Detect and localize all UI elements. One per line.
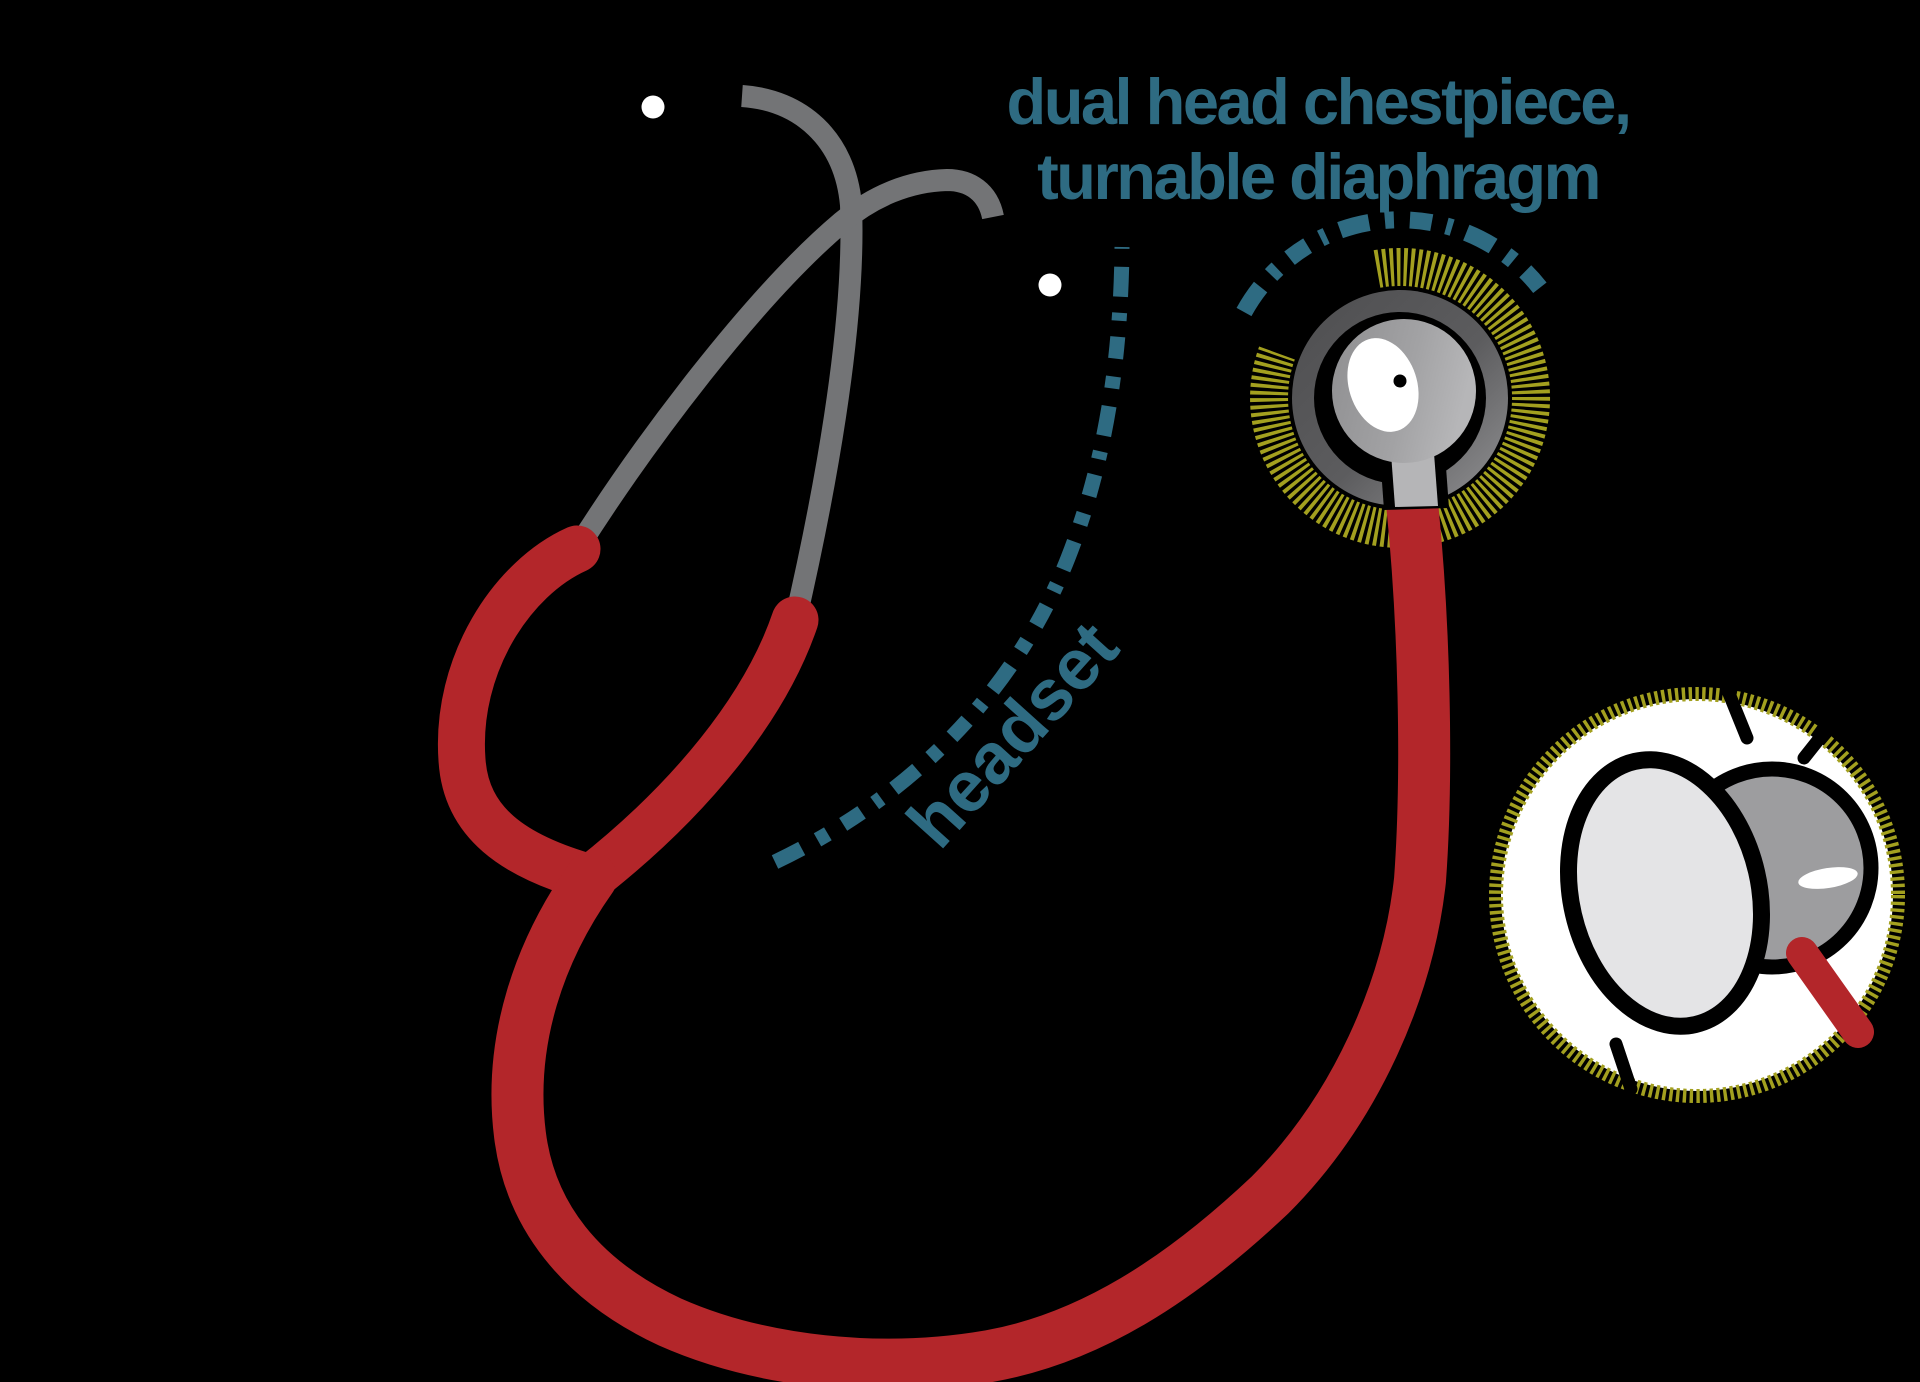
inset-diaphragm bbox=[1560, 751, 1770, 1035]
inset-serrated-border bbox=[1489, 687, 1905, 1103]
emphasis-mark-bottom-left bbox=[1609, 1037, 1638, 1096]
inset-red-tube-stub bbox=[1786, 937, 1874, 1048]
rotation-dashes-arc bbox=[1236, 211, 1553, 317]
red-tubing bbox=[437, 477, 1451, 1382]
chestpiece-annotation-line1: dual head chestpiece, bbox=[1006, 65, 1632, 138]
headset-leader-dashed-line bbox=[771, 246, 1130, 869]
diaphragm-highlight bbox=[1347, 338, 1419, 432]
magnified-chestpiece-inset bbox=[1489, 684, 1905, 1103]
emphasis-mark-top-right bbox=[1797, 722, 1834, 765]
ear-tube-right bbox=[567, 168, 1004, 555]
ear-tubes bbox=[567, 85, 1004, 625]
chestpiece-annotation-line2: turnable diaphragm bbox=[1037, 140, 1601, 213]
tubing-main-loop bbox=[491, 477, 1451, 1382]
emphasis-mark-top bbox=[1721, 684, 1754, 745]
inset-emphasis-marks bbox=[1609, 684, 1834, 1096]
tubing-left-branch bbox=[437, 525, 615, 902]
chestpiece-annotation: dual head chestpiece, turnable diaphragm bbox=[1006, 64, 1632, 214]
eartip-right-dot bbox=[1038, 273, 1062, 297]
diaphragm-center-dot bbox=[1393, 374, 1407, 388]
chestpiece-tick-dial bbox=[1250, 248, 1551, 548]
ear-tube-left bbox=[740, 85, 863, 625]
inset-bell-shine bbox=[1798, 867, 1858, 889]
tubing-right-branch bbox=[567, 596, 819, 902]
chestpiece bbox=[1289, 287, 1511, 510]
eartip-left-dot bbox=[641, 95, 665, 119]
